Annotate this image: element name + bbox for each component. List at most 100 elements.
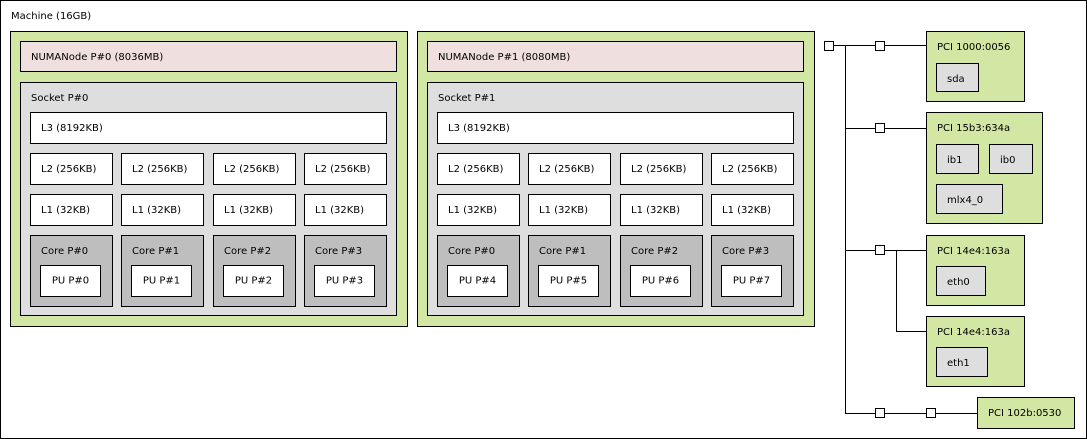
l3-cache-1-label: L3 (8192KB)	[448, 123, 510, 134]
bus-line	[845, 413, 876, 414]
pu: PU P#0	[40, 265, 101, 297]
l1-cache: L1 (32KB)	[213, 194, 296, 226]
numa-node-0-label: NUMANode P#0 (8036MB)	[31, 52, 164, 63]
pu: PU P#4	[447, 265, 508, 297]
l1-cache-label: L1 (32KB)	[41, 205, 91, 216]
machine-label: Machine (16GB)	[11, 11, 92, 22]
bus-line	[885, 250, 927, 251]
l2-cache: L2 (256KB)	[213, 153, 296, 185]
l1-cache: L1 (32KB)	[304, 194, 387, 226]
pci-device-label: PCI 14e4:163a	[937, 246, 1010, 257]
os-device: eth0	[936, 266, 986, 296]
pu: PU P#6	[630, 265, 691, 297]
l1-cache: L1 (32KB)	[121, 194, 204, 226]
pu-label: PU P#1	[142, 275, 181, 287]
l1-cache-label: L1 (32KB)	[539, 205, 589, 216]
os-device-label: eth0	[947, 277, 970, 288]
pci-bridge-node	[875, 245, 885, 255]
bus-trunk	[845, 45, 846, 413]
numa-node-0-memory: NUMANode P#0 (8036MB)	[20, 41, 397, 72]
l1-cache: L1 (32KB)	[528, 194, 611, 226]
core-label: Core P#3	[315, 246, 363, 257]
l1-cache: L1 (32KB)	[620, 194, 703, 226]
os-device-label: mlx4_0	[947, 195, 984, 206]
core-label: Core P#0	[448, 246, 496, 257]
core-label: Core P#3	[722, 246, 770, 257]
pu: PU P#7	[721, 265, 782, 297]
pci-device-label: PCI 1000:0056	[937, 42, 1011, 53]
l1-cache: L1 (32KB)	[437, 194, 520, 226]
pu: PU P#1	[131, 265, 192, 297]
bus-line	[885, 45, 927, 46]
l2-cache: L2 (256KB)	[304, 153, 387, 185]
pci-device-label: PCI 15b3:634a	[937, 123, 1011, 134]
core-label: Core P#2	[631, 246, 679, 257]
l2-cache-label: L2 (256KB)	[539, 164, 595, 175]
l1-cache-label: L1 (32KB)	[132, 205, 182, 216]
l2-cache: L2 (256KB)	[121, 153, 204, 185]
pu-label: PU P#5	[549, 275, 588, 287]
socket-1-label: Socket P#1	[438, 93, 496, 104]
bus-line	[935, 413, 977, 414]
bus-line	[834, 45, 876, 46]
l2-cache: L2 (256KB)	[528, 153, 611, 185]
os-device-label: sda	[947, 74, 965, 85]
l2-cache-label: L2 (256KB)	[448, 164, 504, 175]
bus-line	[896, 331, 927, 332]
host-bridge-node	[824, 41, 834, 51]
os-device: ib1	[936, 144, 979, 174]
l2-cache: L2 (256KB)	[437, 153, 520, 185]
l2-cache: L2 (256KB)	[30, 153, 113, 185]
pu-label: PU P#6	[641, 275, 680, 287]
bus-branch	[896, 250, 897, 331]
l1-cache-label: L1 (32KB)	[224, 205, 274, 216]
pci-device: PCI 102b:0530	[977, 397, 1075, 429]
l2-cache-label: L2 (256KB)	[631, 164, 687, 175]
l2-cache: L2 (256KB)	[711, 153, 794, 185]
core-label: Core P#1	[132, 246, 180, 257]
pci-device-label: PCI 102b:0530	[988, 408, 1062, 419]
l1-cache-label: L1 (32KB)	[315, 205, 365, 216]
l3-cache-0-label: L3 (8192KB)	[41, 123, 103, 134]
pu: PU P#5	[538, 265, 599, 297]
pci-bridge-node	[875, 41, 885, 51]
pu-label: PU P#2	[234, 275, 273, 287]
l1-cache-label: L1 (32KB)	[722, 205, 772, 216]
os-device: sda	[936, 63, 979, 92]
pci-device-label: PCI 14e4:163a	[937, 327, 1010, 338]
os-device-label: eth1	[947, 358, 970, 369]
bus-line	[845, 250, 876, 251]
bus-line	[885, 128, 927, 129]
socket-0-label: Socket P#0	[31, 93, 89, 104]
numa-node-1-memory: NUMANode P#1 (8080MB)	[427, 41, 804, 72]
l1-cache-label: L1 (32KB)	[448, 205, 498, 216]
pu-label: PU P#3	[325, 275, 364, 287]
l2-cache-label: L2 (256KB)	[722, 164, 778, 175]
bus-line	[845, 128, 876, 129]
pu-label: PU P#0	[51, 275, 90, 287]
os-device-label: ib1	[947, 155, 963, 166]
pu-label: PU P#4	[458, 275, 497, 287]
bus-line	[885, 413, 926, 414]
l1-cache: L1 (32KB)	[711, 194, 794, 226]
os-device-label: ib0	[1000, 155, 1016, 166]
core-label: Core P#2	[224, 246, 272, 257]
os-device: eth1	[936, 347, 988, 377]
core-label: Core P#1	[539, 246, 587, 257]
l1-cache-label: L1 (32KB)	[631, 205, 681, 216]
numa-node-1-label: NUMANode P#1 (8080MB)	[438, 52, 571, 63]
pci-bridge-node	[926, 408, 936, 418]
pu: PU P#2	[223, 265, 284, 297]
pci-bridge-node	[875, 123, 885, 133]
l2-cache-label: L2 (256KB)	[315, 164, 371, 175]
l2-cache: L2 (256KB)	[620, 153, 703, 185]
pu: PU P#3	[314, 265, 375, 297]
l3-cache-1: L3 (8192KB)	[437, 112, 794, 144]
os-device: mlx4_0	[936, 184, 1003, 214]
l2-cache-label: L2 (256KB)	[224, 164, 280, 175]
l3-cache-0: L3 (8192KB)	[30, 112, 387, 144]
pci-bridge-node	[875, 408, 885, 418]
os-device: ib0	[989, 144, 1033, 174]
core-label: Core P#0	[41, 246, 89, 257]
pu-label: PU P#7	[732, 275, 771, 287]
